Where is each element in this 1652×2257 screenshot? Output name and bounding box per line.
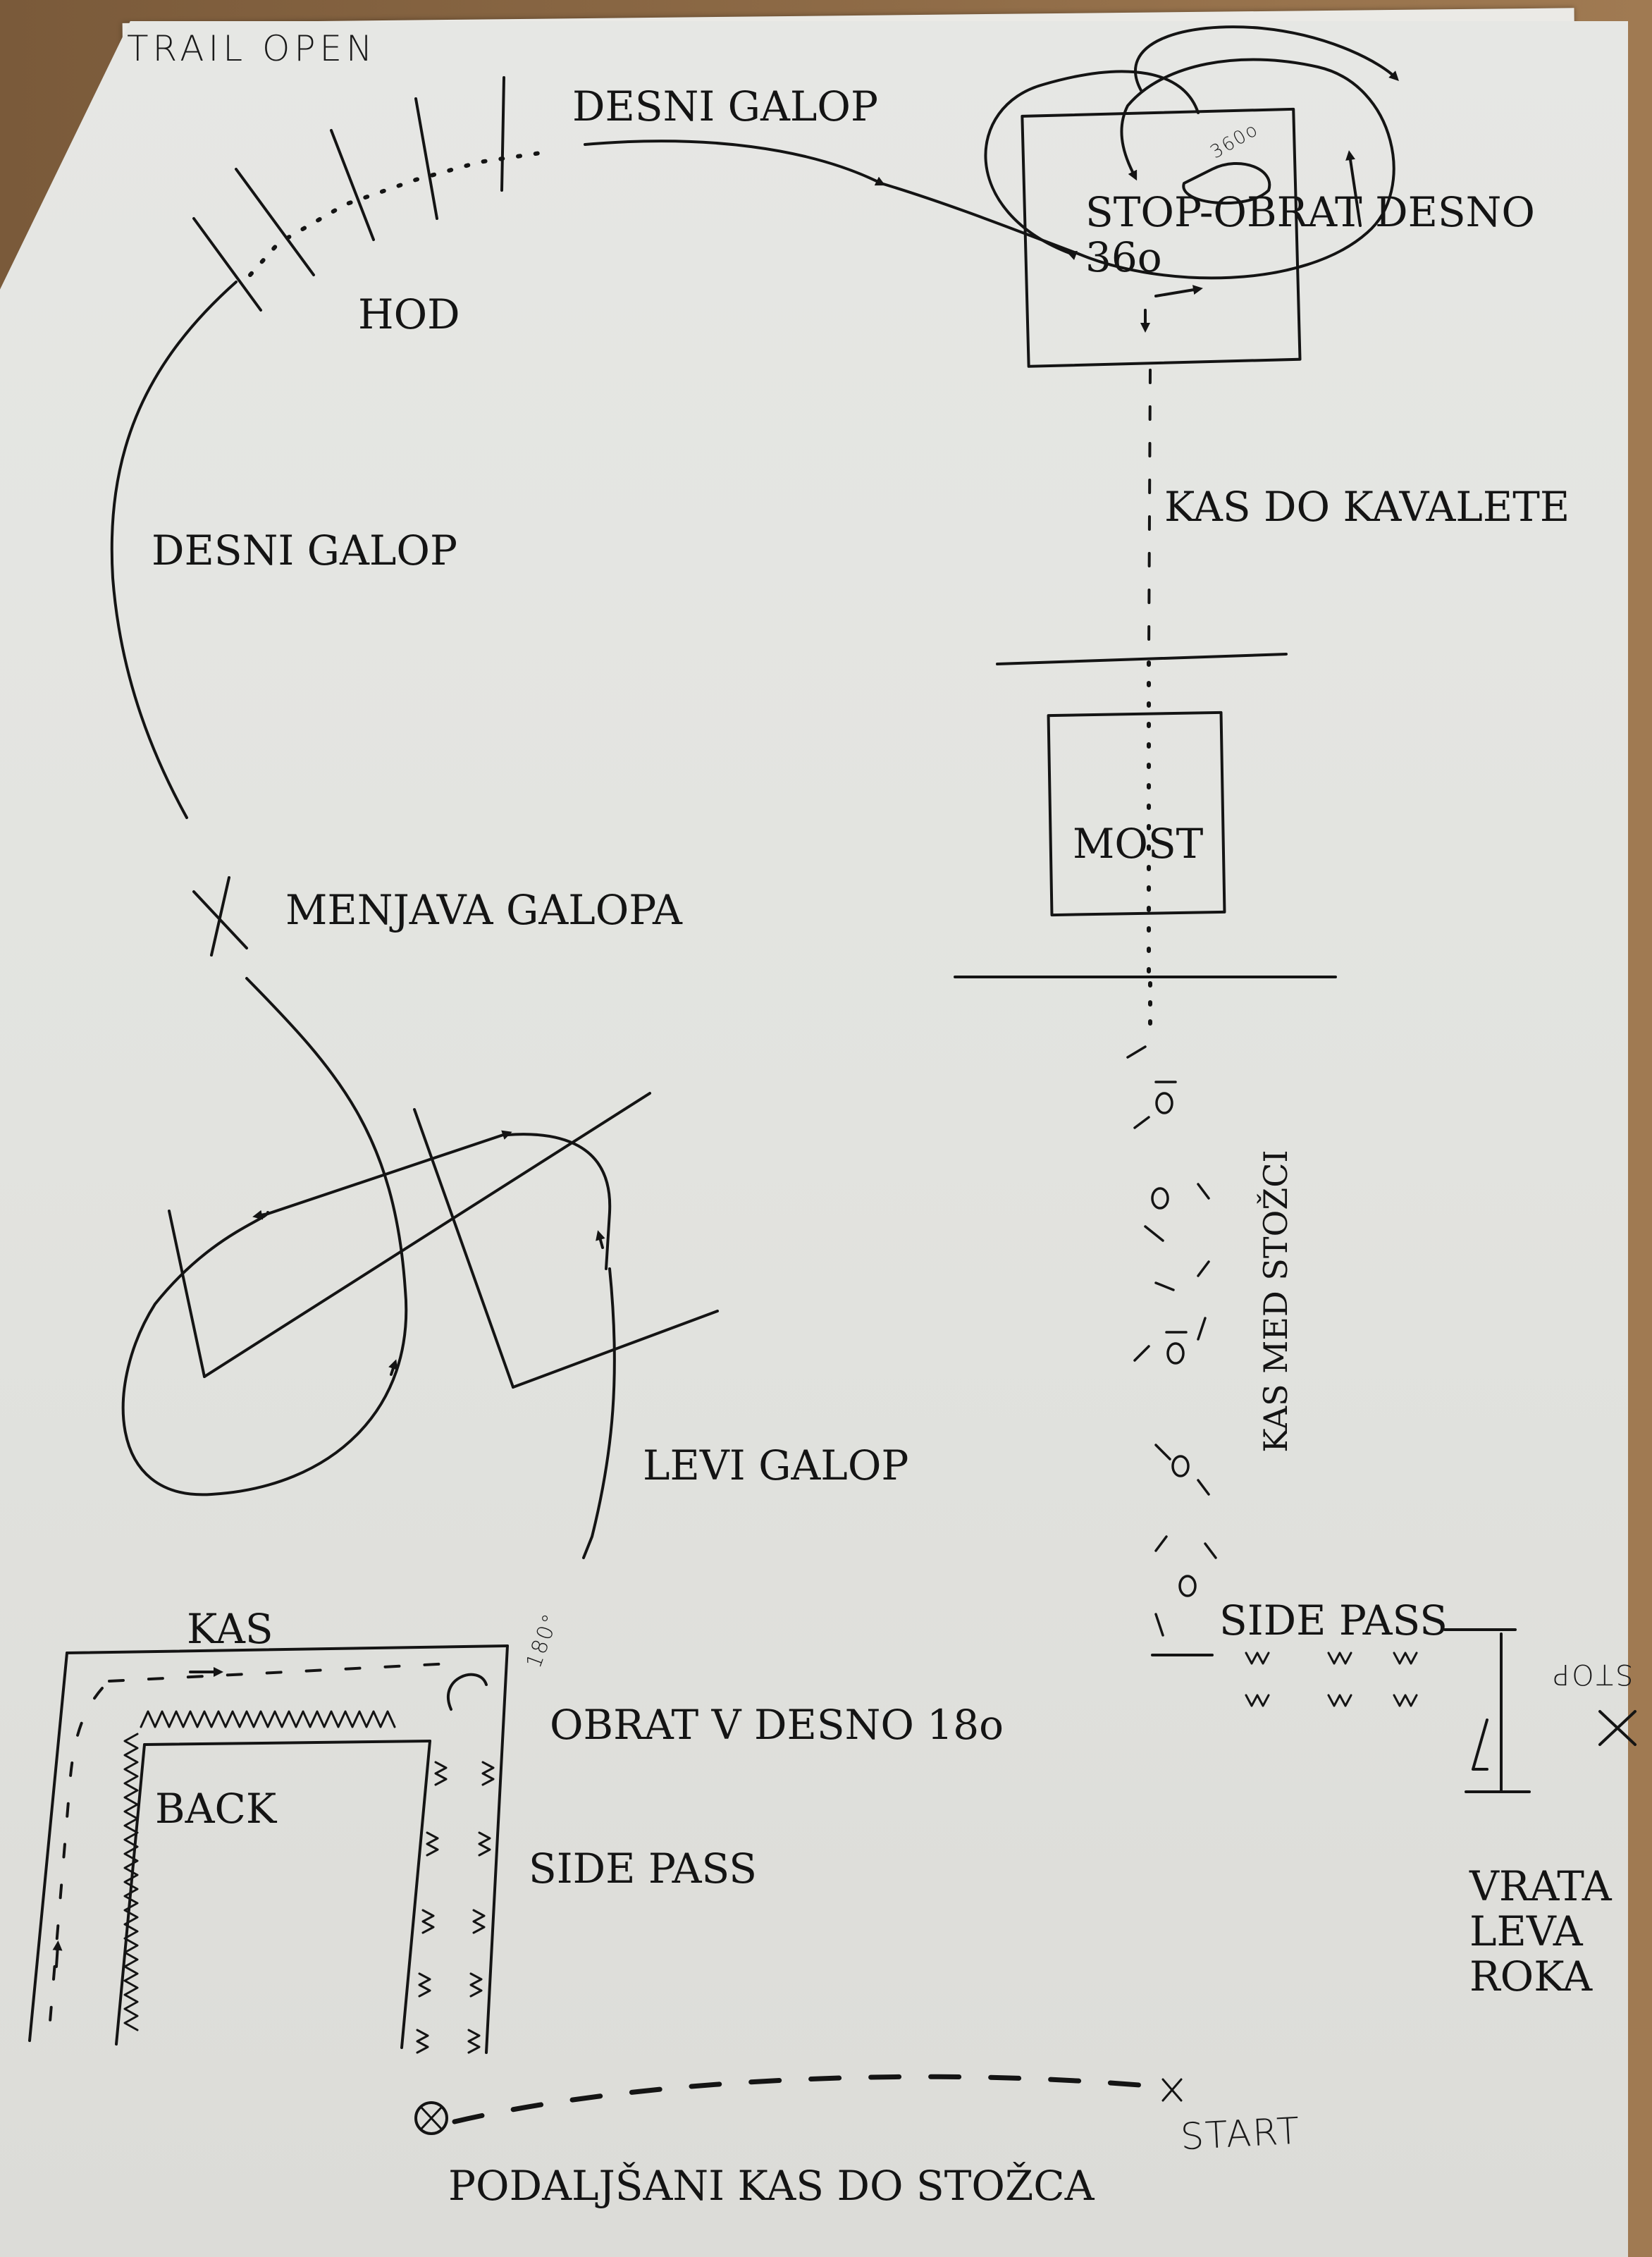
start-x xyxy=(1161,2078,1183,2102)
lead-change-x xyxy=(192,876,248,957)
label-levi-galop: LEVI GALOP xyxy=(643,1441,909,1489)
finish-cone xyxy=(414,2101,448,2135)
spin-loops xyxy=(984,25,1399,333)
label-desni-galop-top: DESNI GALOP xyxy=(572,82,878,130)
lope-path-top xyxy=(584,140,886,186)
label-kas: KAS xyxy=(187,1605,273,1653)
trail-open-title: TRAIL OPEN xyxy=(127,28,377,69)
label-kas-med-stozci: KAS MED STOŽCI xyxy=(1257,1150,1295,1453)
label-side-pass-right: SIDE PASS xyxy=(1219,1597,1448,1644)
label-stop-obrat: STOP-OBRAT DESNO 36o xyxy=(1085,188,1535,281)
label-vrata: VRATA LEVA ROKA xyxy=(1469,1862,1612,2000)
label-desni-galop-left: DESNI GALOP xyxy=(152,527,457,574)
back-through-l xyxy=(28,1644,509,2054)
label-kas-do-kavalete: KAS DO KAVALETE xyxy=(1164,483,1570,531)
side-pass-marks-left xyxy=(416,1761,495,2054)
side-pass-marks-right xyxy=(1245,1652,1418,1707)
label-back: BACK xyxy=(155,1785,277,1833)
gate xyxy=(1443,1628,1531,1793)
label-most: MOST xyxy=(1073,820,1204,868)
label-hod: HOD xyxy=(358,290,460,338)
label-obrat-v-desno: OBRAT V DESNO 18o xyxy=(550,1701,1004,1749)
label-podaljsani: PODALJŠANI KAS DO STOŽCA xyxy=(448,2162,1095,2210)
label-menjava-galopa: MENJAVA GALOPA xyxy=(285,886,682,934)
label-side-pass-left: SIDE PASS xyxy=(529,1845,757,1893)
trot-line-cavaletti xyxy=(1147,369,1152,657)
paper-sheet xyxy=(0,21,1628,2257)
label-stop-mirrored: STOP xyxy=(1551,1658,1634,1690)
bridge xyxy=(1047,711,1226,917)
walk-poles xyxy=(192,76,552,312)
extended-trot-line xyxy=(452,2074,1159,2124)
label-start: START xyxy=(1179,2110,1302,2159)
lope-path-left xyxy=(110,281,238,819)
cone-weave xyxy=(1126,1045,1217,1637)
lope-figure xyxy=(121,977,719,1559)
stop-box xyxy=(1021,107,1302,368)
stop-x-right xyxy=(1598,1710,1636,1746)
